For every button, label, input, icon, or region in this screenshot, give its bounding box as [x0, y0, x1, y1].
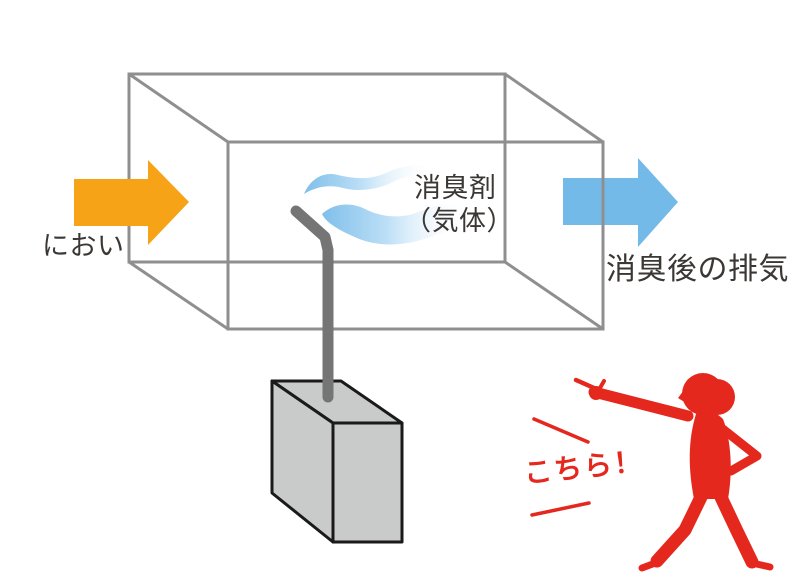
- person-pointing-icon: [573, 373, 774, 572]
- person-thumb: [598, 379, 606, 390]
- person-torso: [689, 410, 731, 499]
- person-pointing-arm: [588, 386, 694, 422]
- emphasis-line-bottom: [530, 501, 591, 517]
- callout-emphasis-lines: [530, 417, 591, 517]
- duct-back-face: [127, 72, 507, 264]
- gas-wave-lower: [322, 204, 466, 245]
- person-hip-arm: [714, 421, 762, 476]
- person-right-leg: [712, 486, 759, 569]
- deodorizer-device: [270, 379, 404, 544]
- duct-front-face: [226, 140, 605, 331]
- deodorant-label-line1: 消臭剤: [414, 173, 497, 203]
- person-nose: [678, 390, 686, 403]
- gas-waves-icon: [304, 165, 466, 245]
- gas-wave-upper: [304, 165, 433, 194]
- person-left-foot: [638, 558, 662, 572]
- duct-edge: [128, 72, 229, 144]
- duct-wireframe: [127, 72, 605, 331]
- outlet-arrow-icon: [563, 158, 678, 247]
- emphasis-line-top: [532, 417, 590, 444]
- spray-pipe-icon: [290, 205, 334, 403]
- inlet-arrow-icon: [74, 160, 189, 245]
- duct-edge: [128, 260, 229, 331]
- person-right-foot: [748, 559, 774, 571]
- duct-edge: [504, 72, 604, 144]
- duct-edge: [504, 260, 604, 331]
- inlet-label: におい: [42, 231, 125, 261]
- person-hair: [699, 379, 735, 415]
- device-front-face: [331, 421, 404, 544]
- person-left-leg: [650, 486, 710, 568]
- deodorant-label-line2: （気体）: [404, 206, 514, 236]
- person-finger: [573, 377, 597, 391]
- outlet-label: 消臭後の排気: [606, 253, 789, 286]
